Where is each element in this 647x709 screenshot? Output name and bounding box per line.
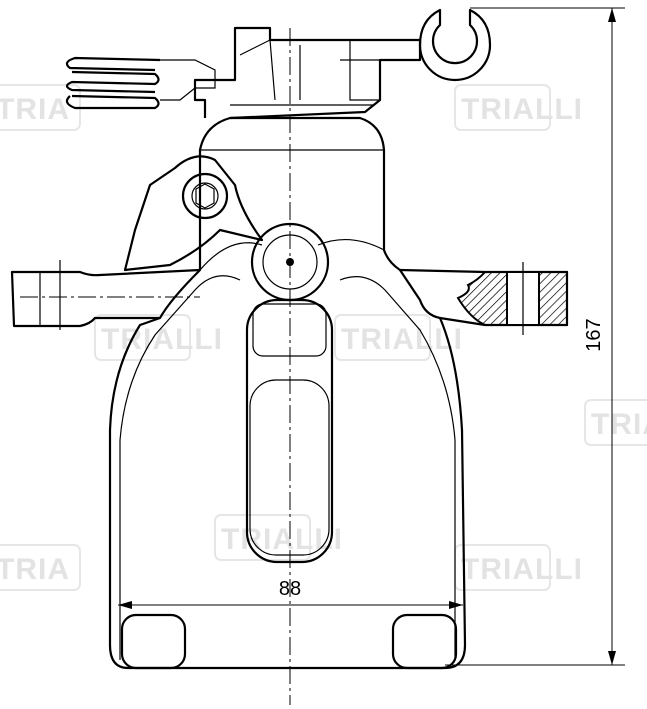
svg-text:TRIALLI: TRIALLI	[221, 523, 343, 556]
right-pad-finger	[391, 613, 458, 670]
watermark-logos: TRIA TRIALLI TRIALLI TRIALLI TRIA TRIA T…	[0, 84, 647, 591]
pivot-inner-ring	[262, 234, 318, 290]
lever-details	[239, 39, 380, 101]
hose-fitting	[418, 8, 492, 82]
svg-text:TRIA: TRIA	[591, 408, 647, 441]
spring-bracket	[160, 59, 216, 101]
bleeder-screw	[181, 172, 229, 220]
height-dimension-label: 167	[583, 318, 605, 351]
window-lower-recess	[249, 379, 330, 556]
svg-text:TRIALLI: TRIALLI	[341, 323, 463, 356]
guide-pin-bracket	[123, 155, 264, 272]
window-upper-block	[252, 303, 327, 357]
svg-text:TRIALLI: TRIALLI	[461, 553, 583, 586]
height-dimension: 167	[445, 7, 625, 666]
svg-text:TRIA: TRIA	[0, 553, 70, 586]
left-pad-finger	[120, 613, 187, 670]
bleeder-inner-ring	[191, 182, 219, 210]
left-mounting-arm	[10, 268, 201, 328]
width-dimension: 88	[118, 578, 463, 609]
caliper-window	[245, 298, 334, 564]
pivot-center	[286, 258, 294, 266]
return-spring	[65, 56, 161, 110]
svg-text:TRIA: TRIA	[0, 93, 70, 126]
watermark-text: TRIALLI	[461, 93, 583, 126]
inner-contour	[119, 275, 456, 660]
width-dimension-label: 88	[279, 578, 301, 600]
bleeder-hex-icon	[195, 183, 215, 209]
caliper-body-outline	[108, 116, 467, 670]
